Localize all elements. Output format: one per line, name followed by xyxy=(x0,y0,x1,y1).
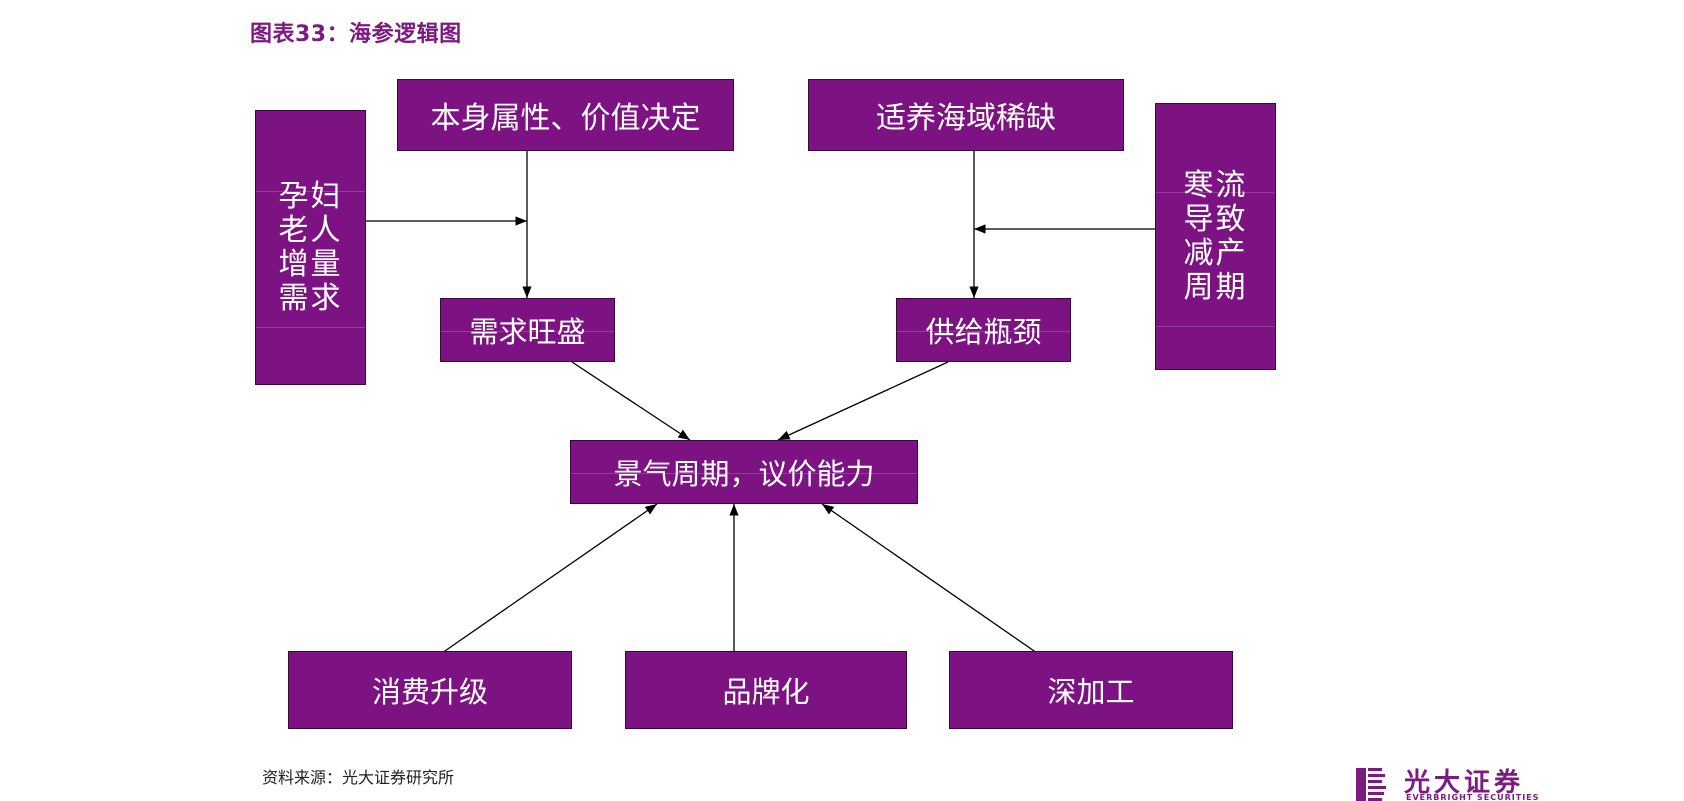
separator-line xyxy=(256,191,365,192)
separator-line xyxy=(897,331,1070,332)
company-name-en: EVERBRIGHT SECURITIES xyxy=(1406,793,1540,801)
node-consumption-upgrade: 消费升级 xyxy=(288,651,572,729)
node-demand-strong: 需求旺盛 xyxy=(440,298,615,362)
separator-line xyxy=(571,473,917,474)
arrow-deep-processing-to-cycle xyxy=(821,503,1038,654)
arrow-supply-to-cycle xyxy=(777,361,949,441)
node-deep-processing: 深加工 xyxy=(949,651,1233,729)
node-deep-processing-label: 深加工 xyxy=(1047,675,1135,709)
node-cycle-pricing: 景气周期，议价能力 xyxy=(570,440,918,504)
arrow-consumption-to-cycle xyxy=(441,503,658,654)
node-demand-strong-label: 需求旺盛 xyxy=(469,315,586,349)
node-supply-bottleneck: 供给瓶颈 xyxy=(896,298,1071,362)
node-branding: 品牌化 xyxy=(625,651,907,729)
separator-line xyxy=(1156,326,1275,327)
node-supply-bottleneck-label: 供给瓶颈 xyxy=(925,315,1042,349)
separator-line xyxy=(256,327,365,328)
company-name-cn: 光大证券 xyxy=(1404,768,1525,798)
separator-line xyxy=(441,331,614,332)
everbright-logo-icon xyxy=(1356,768,1386,801)
node-branding-label: 品牌化 xyxy=(722,675,810,709)
node-cycle-pricing-label: 景气周期，议价能力 xyxy=(613,457,875,491)
node-cold-current-label: 寒流导致减产周期 xyxy=(1183,167,1248,305)
node-intrinsic: 本身属性、价值决定 xyxy=(397,79,734,151)
arrow-demand-to-cycle xyxy=(571,361,691,441)
node-cold-current: 寒流导致减产周期 xyxy=(1155,103,1276,370)
company-logo: 光大证券 EVERBRIGHT SECURITIES xyxy=(1356,762,1556,801)
node-intrinsic-label: 本身属性、价值决定 xyxy=(430,101,701,136)
node-scarce-waters: 适养海域稀缺 xyxy=(808,79,1124,151)
node-demand-group-label: 孕妇老人增量需求 xyxy=(278,178,343,316)
separator-line xyxy=(1156,192,1275,193)
node-scarce-waters-label: 适养海域稀缺 xyxy=(876,101,1056,136)
node-demand-group: 孕妇老人增量需求 xyxy=(255,110,366,385)
figure-title: 图表33：海参逻辑图 xyxy=(250,22,462,47)
source-note: 资料来源：光大证券研究所 xyxy=(262,768,455,787)
node-consumption-upgrade-label: 消费升级 xyxy=(371,675,488,709)
